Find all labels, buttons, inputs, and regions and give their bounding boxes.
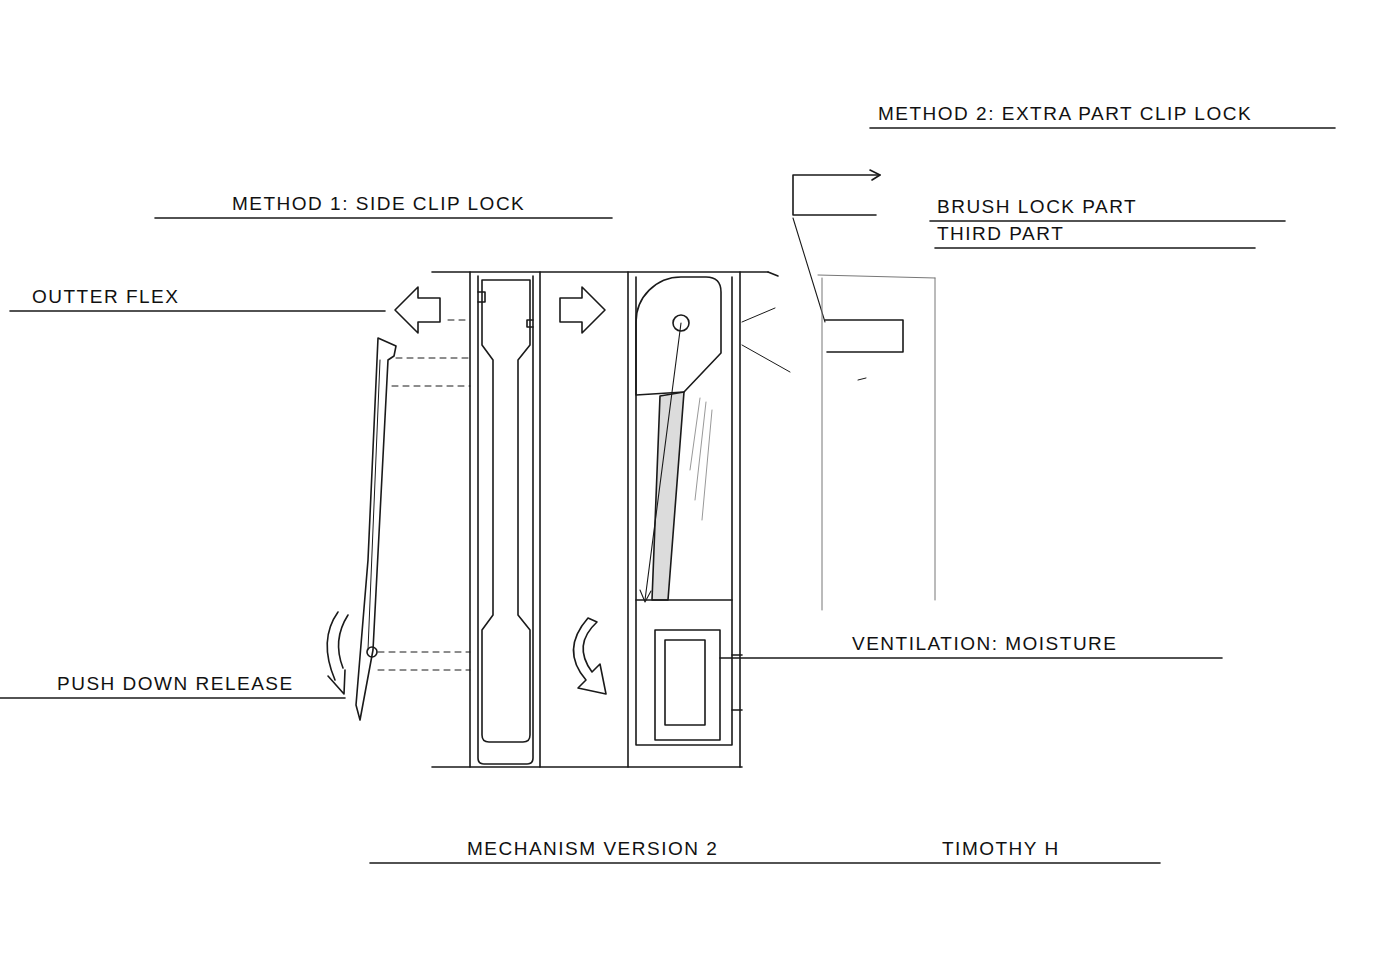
label-underlines <box>930 220 1285 222</box>
sheet-caption: MECHANISM VERSION 2 <box>467 839 718 858</box>
housing-frame <box>432 271 768 273</box>
direction-arrows <box>339 615 348 668</box>
direction-arrows <box>327 612 338 680</box>
direction-arrows <box>327 287 606 694</box>
label-underlines <box>155 217 612 219</box>
mechanism-compartment <box>695 402 706 500</box>
housing-frame <box>432 272 778 767</box>
outer-flex-clip <box>356 338 396 720</box>
mechanism-compartment <box>645 323 681 600</box>
part-label: BRUSH LOCK PART <box>937 197 1137 216</box>
projection-lines <box>378 670 470 671</box>
label-underlines <box>370 862 1160 864</box>
third-part-view <box>935 278 936 600</box>
mechanism-compartment <box>655 630 720 740</box>
outer-flex-clip <box>367 647 377 657</box>
mechanism-compartment <box>636 277 742 745</box>
mechanism-compartment <box>702 410 712 520</box>
mechanism-compartment <box>636 599 732 601</box>
housing-frame <box>739 272 741 767</box>
label-underlines <box>0 128 1335 863</box>
projection-lines <box>392 386 470 387</box>
direction-arrows <box>573 618 606 694</box>
brush-channel <box>482 280 530 742</box>
author-name: TIMOTHY H <box>942 839 1060 858</box>
projection-lines <box>448 320 470 321</box>
third-part-view <box>825 320 903 352</box>
mechanism-compartment <box>636 277 732 745</box>
part-label: THIRD PART <box>937 224 1064 243</box>
projection-lines <box>378 320 470 670</box>
method-heading: METHOD 2: EXTRA PART CLIP LOCK <box>878 104 1252 123</box>
third-part-view <box>870 170 880 180</box>
mechanism-compartment <box>690 398 700 470</box>
brush-channel <box>527 320 533 327</box>
housing-frame <box>469 272 471 767</box>
projection-lines <box>378 652 470 653</box>
third-part-view <box>742 308 775 322</box>
mechanism-compartment <box>636 277 721 395</box>
direction-arrows <box>328 670 345 694</box>
housing-frame <box>432 766 742 768</box>
brush-channel <box>478 292 485 302</box>
action-label: PUSH DOWN RELEASE <box>57 674 294 693</box>
mechanism-compartment <box>732 654 742 656</box>
label-underlines <box>935 247 1255 249</box>
label-underlines <box>0 697 345 699</box>
mechanism-compartment <box>640 590 651 602</box>
part-label: OUTTER FLEX <box>32 287 179 306</box>
third-part-view <box>818 275 935 278</box>
feature-label: VENTILATION: MOISTURE <box>852 634 1118 653</box>
third-part-view <box>793 218 825 322</box>
third-part-view <box>742 345 790 372</box>
mechanism-compartment <box>665 640 705 725</box>
third-part-view <box>822 278 823 610</box>
mechanism-compartment <box>732 709 742 711</box>
direction-arrows <box>560 287 605 333</box>
third-part-view <box>793 175 880 215</box>
third-part-view <box>858 378 866 380</box>
projection-lines <box>396 358 470 359</box>
direction-arrows <box>395 287 440 333</box>
label-underlines <box>870 127 1335 129</box>
housing-frame <box>627 272 629 767</box>
housing-frame <box>539 272 541 767</box>
third-part-view <box>742 170 935 610</box>
outer-flex-clip <box>356 338 396 720</box>
outer-flex-clip <box>368 360 380 650</box>
brush-channel <box>478 276 533 764</box>
label-underlines <box>720 657 1222 659</box>
label-underlines <box>10 310 385 312</box>
brush-channel <box>478 276 533 764</box>
method-heading: METHOD 1: SIDE CLIP LOCK <box>232 194 525 213</box>
housing-frame <box>768 272 778 276</box>
